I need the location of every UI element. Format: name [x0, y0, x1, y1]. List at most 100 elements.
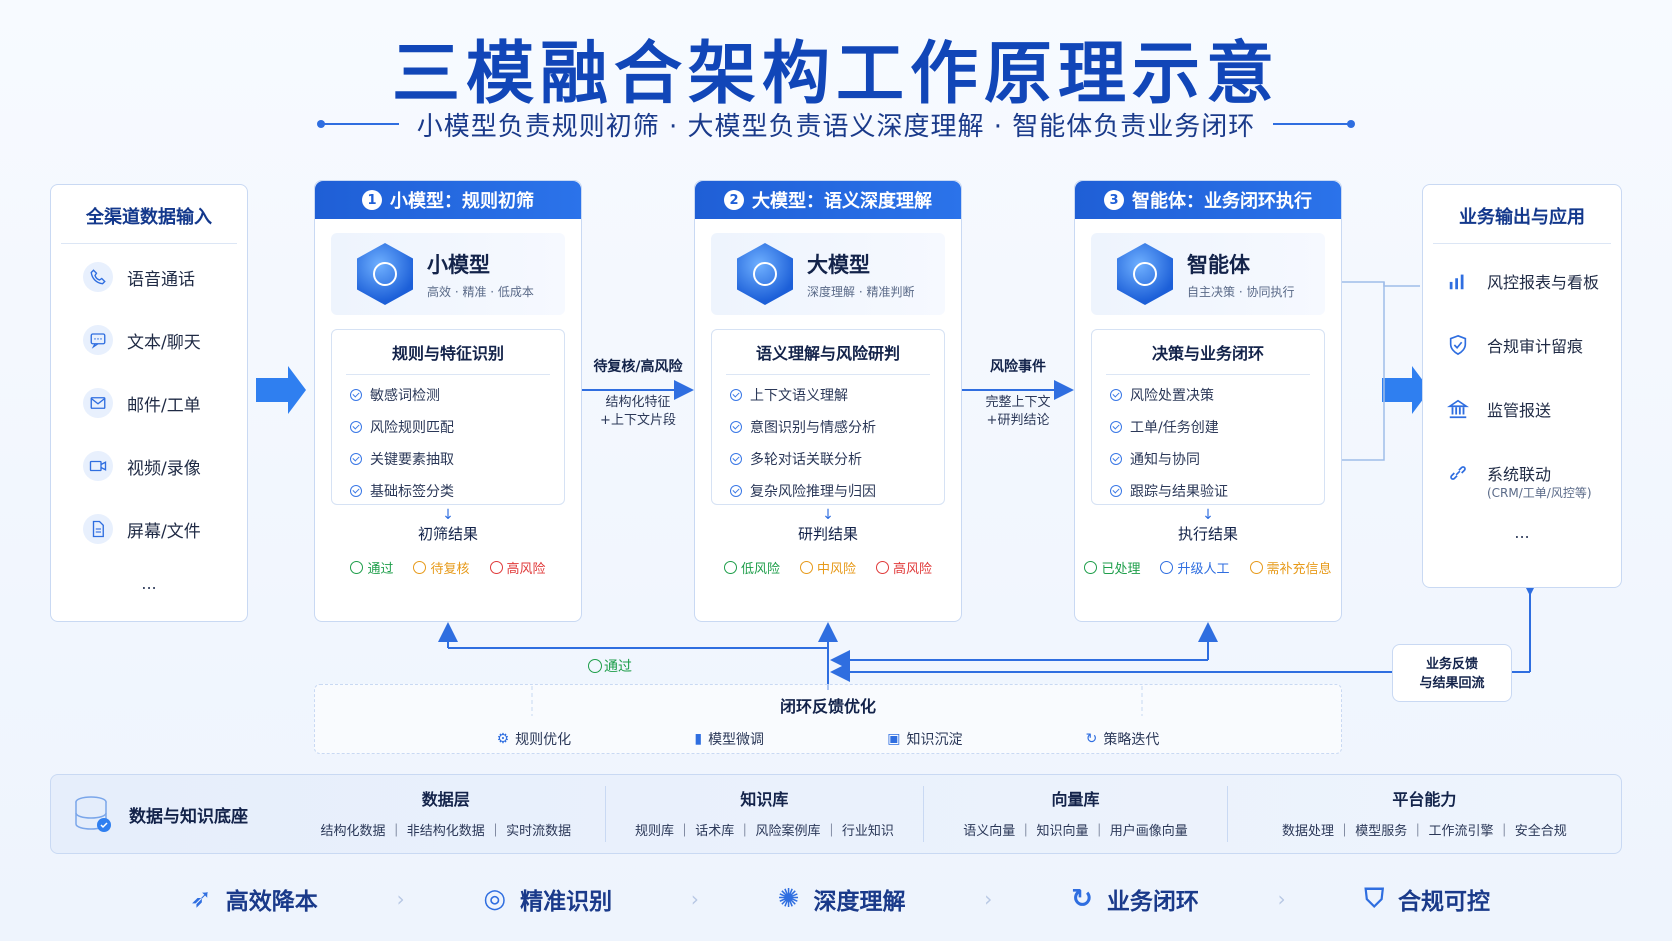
- base-col-vector: 向量库语义向量 ｜ 知识向量 ｜ 用户画像向量: [963, 790, 1188, 839]
- check-icon: [350, 453, 362, 465]
- subtitle-line-right: [1273, 120, 1356, 128]
- refresh-icon: ↻: [1085, 731, 1098, 747]
- subtitle: 小模型负责规则初筛 · 大模型负责语义深度理解 · 智能体负责业务闭环: [416, 111, 1256, 142]
- check-item: 多轮对话关联分析: [712, 443, 944, 475]
- column-header: 2 大模型：语义深度理解: [695, 181, 961, 219]
- result-title: 研判结果: [797, 525, 858, 543]
- base-col-data: 数据层结构化数据 ｜ 非结构化数据 ｜ 实时流数据: [320, 790, 572, 839]
- biz-feedback-box: 业务反馈 与结果回流: [1392, 644, 1512, 702]
- output-arrow-icon: [1382, 366, 1430, 414]
- check-item: 复杂风险推理与归因: [712, 475, 944, 507]
- column-small-model: 1 小模型：规则初筛 小模型 高效 · 精准 · 低成本 规则与特征识别 敏感词…: [314, 180, 582, 622]
- input-more: ...: [141, 574, 157, 593]
- output-item-audit[interactable]: 合规审计留痕: [1443, 330, 1621, 360]
- result-title: 执行结果: [1177, 525, 1238, 543]
- video-icon: [83, 451, 113, 481]
- output-title: 业务输出与应用: [1459, 207, 1585, 228]
- result-0: 通过: [350, 558, 393, 577]
- check-item: 通知与协同: [1092, 443, 1324, 475]
- section-title: 语义理解与风险研判: [755, 344, 900, 363]
- feature-list: 规则与特征识别 敏感词检测风险规则匹配关键要素抽取基础标签分类: [331, 329, 565, 505]
- book-icon: ▣: [887, 731, 901, 747]
- status-dot-icon: [489, 561, 503, 574]
- output-item-regulator[interactable]: 监管报送: [1443, 394, 1621, 424]
- model-name: 大模型: [807, 252, 870, 277]
- check-item: 敏感词检测: [332, 379, 564, 411]
- check-icon: [1110, 389, 1122, 401]
- shield-icon: [1443, 330, 1473, 360]
- cycle-icon: ↻: [1071, 884, 1093, 914]
- pass-feedback-label: 通过: [588, 656, 632, 676]
- input-arrow-icon: [256, 366, 306, 414]
- chevron-right-icon: ›: [1277, 887, 1286, 911]
- bar-chart-icon: [1443, 266, 1473, 296]
- column-large-model: 2 大模型：语义深度理解 大模型 深度理解 · 精准判断 语义理解与风险研判 上…: [694, 180, 962, 622]
- result-2: 高风险: [489, 558, 546, 577]
- arrow-2-labels: 风险事件 完整上下文 +研判结论: [962, 356, 1074, 430]
- check-icon: [730, 453, 742, 465]
- subtitle-line-left: [316, 120, 399, 128]
- input-item-voice[interactable]: 语音通话: [83, 262, 247, 292]
- section-title: 决策与业务闭环: [1151, 344, 1264, 363]
- status-dot-icon: [350, 561, 364, 574]
- database-icon: [75, 796, 111, 832]
- result-title: 初筛结果: [417, 525, 478, 543]
- arrow-2-label: 风险事件: [990, 359, 1046, 375]
- gear-icon: ⚙: [496, 731, 510, 747]
- mail-icon: [83, 388, 113, 418]
- check-icon: [730, 421, 742, 433]
- check-icon: [1110, 485, 1122, 497]
- input-item-mail[interactable]: 邮件/工单: [83, 388, 247, 418]
- feature-row: ➶高效降本 › ◎精准识别 › ✺深度理解 › ↻业务闭环 › ⛉合规可控: [190, 882, 1490, 916]
- data-knowledge-base: 数据与知识底座 数据层结构化数据 ｜ 非结构化数据 ｜ 实时流数据 知识库规则库…: [50, 774, 1622, 854]
- feedback-finetune: ▮模型微调: [694, 731, 765, 748]
- feature-understanding: ✺深度理解: [777, 884, 906, 915]
- link-icon: [1443, 458, 1473, 488]
- check-icon: [350, 389, 362, 401]
- step-number: 1: [362, 190, 382, 210]
- output-item-report[interactable]: 风控报表与看板: [1443, 266, 1621, 296]
- step-number: 2: [724, 190, 744, 210]
- sphere-icon: [737, 243, 793, 305]
- status-dot-icon: [723, 561, 737, 574]
- status-dot-icon: [1084, 561, 1098, 574]
- model-card: 小模型 高效 · 精准 · 低成本: [331, 233, 565, 315]
- model-card: 大模型 深度理解 · 精准判断: [711, 233, 945, 315]
- check-icon: [350, 421, 362, 433]
- check-item: 上下文语义理解: [712, 379, 944, 411]
- result-row: 通过 待复核 高风险: [315, 558, 581, 577]
- result-0: 低风险: [723, 558, 780, 577]
- input-item-video[interactable]: 视频/录像: [83, 451, 247, 481]
- input-item-file[interactable]: 屏幕/文件: [83, 514, 247, 544]
- output-item-link[interactable]: 系统联动 (CRM/工单/风控等): [1443, 458, 1621, 501]
- arrow-2-sub1: 完整上下文: [985, 395, 1051, 410]
- feedback-knowledge: ▣知识沉淀: [887, 731, 963, 748]
- base-col-knowledge: 知识库规则库 ｜ 话术库 ｜ 风险案例库 ｜ 行业知识: [635, 790, 894, 839]
- check-icon: [1110, 453, 1122, 465]
- input-item-chat[interactable]: 文本/聊天: [83, 325, 247, 355]
- status-dot-icon: [876, 561, 889, 574]
- check-icon: [350, 485, 362, 497]
- feedback-panel: 闭环反馈优化 ⚙规则优化 ▮模型微调 ▣知识沉淀 ↻策略迭代: [314, 684, 1342, 754]
- biz-feedback-line2: 与结果回流: [1419, 676, 1485, 691]
- shield-check-icon: ⛉: [1364, 883, 1384, 914]
- status-dot-icon: [1249, 561, 1263, 574]
- check-item: 关键要素抽取: [332, 443, 564, 475]
- step-number: 3: [1104, 190, 1124, 210]
- column-header: 3 智能体：业务闭环执行: [1075, 181, 1341, 219]
- result-row: 已处理 升级人工 需补充信息: [1075, 558, 1341, 577]
- status-dot-icon: [1160, 561, 1174, 574]
- arrow-1-label: 待复核/高风险: [593, 359, 683, 375]
- section-title: 规则与特征识别: [391, 344, 504, 363]
- result-1: 中风险: [799, 558, 856, 577]
- feedback-title: 闭环反馈优化: [779, 697, 876, 716]
- chat-icon: [83, 325, 113, 355]
- feedback-rule-opt: ⚙规则优化: [496, 731, 572, 748]
- check-item: 意图识别与情感分析: [712, 411, 944, 443]
- phone-icon: [83, 262, 113, 292]
- check-item: 工单/任务创建: [1092, 411, 1324, 443]
- feature-closed-loop: ↻业务闭环: [1071, 884, 1199, 915]
- brain-icon: [357, 243, 413, 305]
- chevron-right-icon: ›: [396, 887, 405, 911]
- rocket-icon: ➶: [190, 884, 212, 914]
